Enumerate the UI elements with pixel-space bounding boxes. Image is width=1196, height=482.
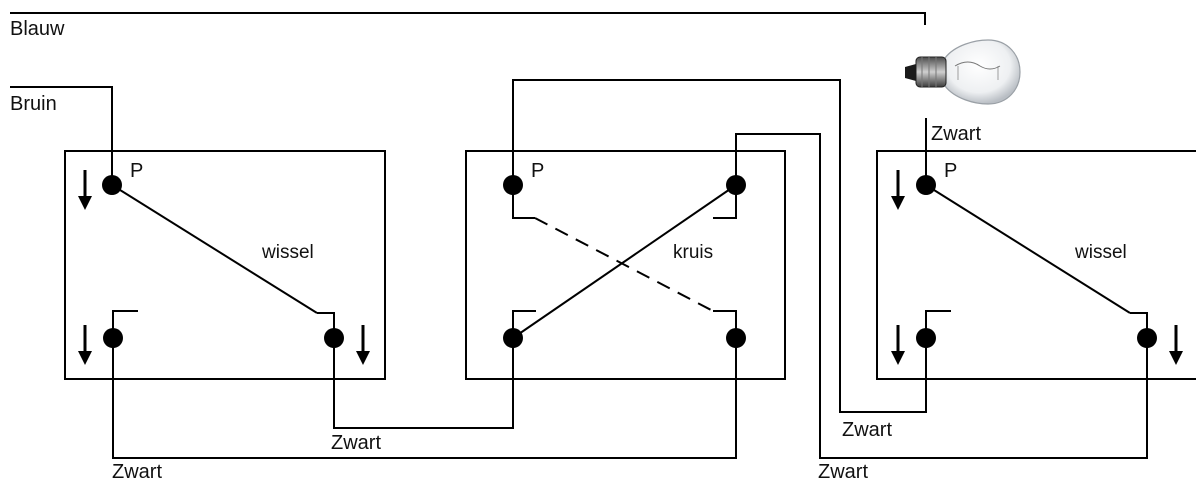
arrow-down-icon: [356, 325, 370, 365]
cross-link-dashed: [534, 217, 714, 312]
contact-bracket-mid-tr: [713, 185, 737, 219]
contact-lever-right: [925, 184, 1131, 314]
label-p-right: P: [944, 160, 957, 182]
wire-zwart-1: [333, 338, 514, 429]
label-switch-middle: kruis: [673, 242, 713, 263]
cross-link-solid: [512, 184, 737, 339]
arrow-down-icon: [891, 170, 905, 210]
terminal-mid-tl: [503, 175, 523, 195]
terminal-mid-br: [726, 328, 746, 348]
switch-box-left: [64, 150, 386, 380]
label-bruin: Bruin: [10, 93, 57, 115]
label-zwart-3: Zwart: [842, 419, 892, 441]
wire-zwart-4: [735, 133, 1148, 459]
label-zwart-2: Zwart: [112, 461, 162, 482]
arrow-down-icon: [78, 170, 92, 210]
light-bulb-icon: [905, 39, 1021, 105]
label-zwart-1: Zwart: [331, 432, 381, 454]
contact-lever-left: [111, 184, 318, 314]
terminal-mid-tr: [726, 175, 746, 195]
label-switch-left: wissel: [261, 242, 314, 263]
switch-box-right: [876, 150, 1196, 380]
label-switch-right: wissel: [1074, 242, 1127, 263]
terminal-left-bl: [103, 328, 123, 348]
terminal-left-p: [102, 175, 122, 195]
label-p-middle: P: [531, 160, 544, 182]
terminal-right-p: [916, 175, 936, 195]
label-zwart-4: Zwart: [818, 461, 868, 482]
terminal-right-bl: [916, 328, 936, 348]
label-blauw: Blauw: [10, 18, 65, 40]
contact-bracket-mid-tl: [512, 185, 535, 219]
terminal-left-br: [324, 328, 344, 348]
terminal-mid-bl: [503, 328, 523, 348]
label-p-left: P: [130, 160, 143, 182]
wire-blauw: [10, 12, 926, 25]
switch-box-middle: [465, 150, 786, 380]
arrow-down-icon: [78, 325, 92, 365]
wire-zwart-2: [112, 338, 737, 459]
terminal-right-br: [1137, 328, 1157, 348]
wire-zwart-3: [512, 79, 927, 413]
label-zwart-lamp: Zwart: [931, 123, 981, 145]
arrow-down-icon: [891, 325, 905, 365]
wire-bruin: [10, 86, 113, 185]
arrow-down-icon: [1169, 325, 1183, 365]
